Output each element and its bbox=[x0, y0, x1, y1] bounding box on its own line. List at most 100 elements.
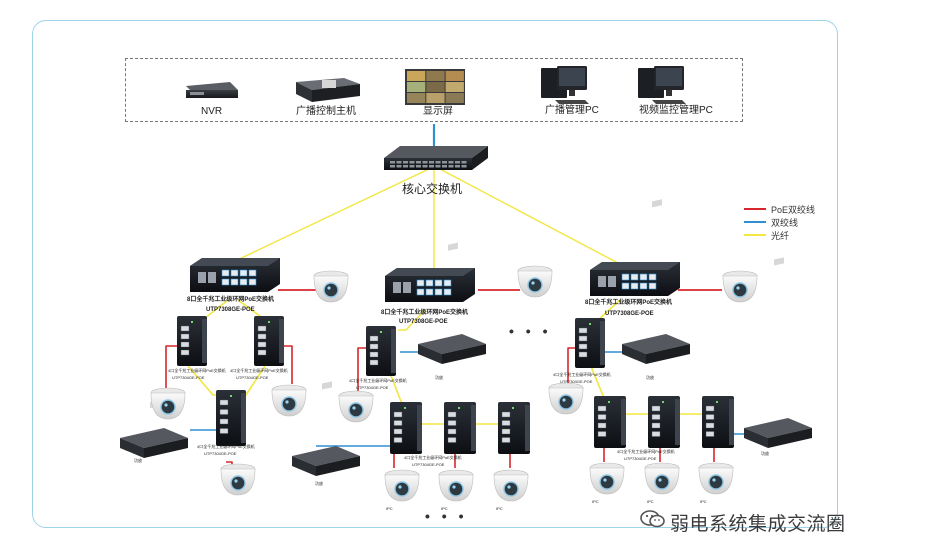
camera-a2-glint bbox=[285, 400, 289, 404]
camera-ring-1-lens bbox=[323, 282, 339, 298]
ring-switch-3-device-port-bot-3 bbox=[639, 282, 648, 290]
camera-c4-glint bbox=[712, 478, 716, 482]
core-switch-top bbox=[384, 146, 488, 158]
ring-switch-2-device-port-bot-2 bbox=[425, 288, 434, 296]
access-switch-b3-device bbox=[444, 402, 476, 454]
watermark-text: 弱电系统集成交流圈 bbox=[670, 514, 846, 535]
access-switch-b2-model: UTP7304GE-POE bbox=[412, 462, 445, 467]
broadcast-host-front bbox=[296, 82, 312, 102]
access-switch-b1-model: UTP7304GE-POE bbox=[356, 385, 389, 390]
core-switch-port-a-5 bbox=[416, 161, 421, 164]
ring-switch-2-device bbox=[385, 268, 475, 302]
ring-switch-2-device-port-bot-4 bbox=[443, 288, 452, 296]
access-switch-c4-device-port-2 bbox=[705, 414, 715, 420]
camera-c3-glint bbox=[658, 478, 662, 482]
access-switch-a3-name: 4口全千兆工业级环网PoE交换机 bbox=[197, 444, 255, 449]
camera-c1-lens bbox=[558, 394, 574, 410]
ring-switch-1-device-port-bot-3 bbox=[239, 278, 248, 286]
access-switch-a1-device-port-2 bbox=[180, 333, 190, 340]
ring-switch-1-device-sfp-1 bbox=[198, 272, 206, 283]
access-switch-b4-device bbox=[498, 402, 530, 454]
ring-switch-2-model: UTP7308GE-POE bbox=[399, 319, 448, 325]
access-switch-c4-device-led bbox=[716, 401, 718, 403]
camera-b1-glint bbox=[352, 406, 356, 410]
camera-c4 bbox=[698, 462, 734, 495]
core-switch-port-a-4 bbox=[409, 161, 415, 164]
core-switch-port-b-10 bbox=[448, 165, 454, 168]
broadcast-host-label: 广播控制主机 bbox=[296, 106, 356, 117]
nvr-label: NVR bbox=[201, 106, 223, 117]
ring-switch-3-device-port-top-2 bbox=[630, 273, 639, 281]
core-switch-device bbox=[384, 146, 488, 170]
access-switch-a1-device-led bbox=[191, 321, 193, 323]
amplifier-5-device-top bbox=[744, 418, 812, 438]
access-switch-a3-device-led bbox=[230, 395, 232, 397]
access-switch-b2-name: 4口全千兆工业级环网PoE交换机 bbox=[404, 455, 462, 460]
ring-switch-3-device-port-top-3 bbox=[639, 273, 648, 281]
access-switch-b2-device-port-4 bbox=[393, 437, 403, 443]
control-room-group bbox=[125, 58, 743, 122]
camera-a2-lens bbox=[281, 396, 297, 412]
access-switch-a2-device-port-4 bbox=[257, 349, 267, 356]
access-switch-c3-device-port-3 bbox=[651, 422, 661, 429]
display-tile-3 bbox=[445, 71, 464, 81]
amplifier-label-5: 功放 bbox=[761, 451, 769, 456]
camera-a2 bbox=[271, 384, 307, 417]
display-label: 显示屏 bbox=[423, 106, 453, 117]
access-switch-b2-device-port-2 bbox=[393, 420, 403, 426]
access-switch-c3-device-port-1 bbox=[651, 405, 661, 412]
access-switch-a3-device-port-2 bbox=[219, 409, 229, 415]
legend-poe-label: PoE双绞线 bbox=[771, 205, 816, 215]
access-switch-b3-device-port-3 bbox=[447, 428, 457, 435]
amplifier-3-device-side bbox=[442, 344, 486, 364]
video-pc-label: 视频监控管理PC bbox=[639, 105, 713, 116]
camera-b4 bbox=[493, 469, 529, 502]
camera-a1-glint bbox=[164, 403, 168, 407]
access-switch-a3-model: UTP7304GE-POE bbox=[204, 451, 237, 456]
amplifier-4-device-front bbox=[622, 344, 646, 364]
access-switch-c3-device-side bbox=[675, 399, 680, 445]
access-switch-b3-device-side bbox=[471, 405, 476, 451]
access-switch-b2-device-port-1 bbox=[393, 411, 403, 418]
diagram-frame bbox=[32, 20, 838, 528]
access-switch-c3-device-port-4 bbox=[651, 431, 661, 437]
ring-switch-1-device-port-top-4 bbox=[248, 269, 257, 277]
camera-c2-lens bbox=[599, 474, 615, 490]
camera-ring-3-lens bbox=[732, 282, 748, 298]
broadcast-host-panel bbox=[322, 80, 336, 88]
camera-b3 bbox=[438, 469, 474, 502]
ring-switch-1-model: UTP7308GE-POE bbox=[206, 307, 255, 313]
display-device bbox=[405, 69, 465, 105]
core-switch-port-a-9 bbox=[442, 161, 447, 164]
ring-switch-2-name: 8口全千兆工业级环网PoE交换机 bbox=[381, 310, 469, 316]
access-switch-a3-device-port-4 bbox=[219, 428, 229, 434]
camera-ring-1-glint bbox=[327, 286, 331, 290]
amplifier-label-1: 功放 bbox=[134, 458, 142, 463]
ring-switch-1-device-port-bot-2 bbox=[230, 278, 239, 286]
access-switch-c4-device bbox=[702, 396, 734, 448]
camera-a1 bbox=[150, 387, 186, 420]
access-switch-c4-device-port-1 bbox=[705, 405, 715, 412]
access-switch-c1-name: 4口全千兆工业级环网PoE交换机 bbox=[553, 372, 611, 377]
access-switch-c1-device-led bbox=[589, 323, 591, 325]
access-switch-a2-device-port-3 bbox=[257, 341, 267, 348]
camera-c3-lens bbox=[654, 474, 670, 490]
camera-c2 bbox=[589, 462, 625, 495]
core-switch-front bbox=[384, 158, 472, 170]
ring-switch-3-device-port-bot-2 bbox=[630, 282, 639, 290]
core-switch-side bbox=[472, 146, 488, 170]
fiber-ring3-to-c1 bbox=[597, 299, 621, 321]
access-switch-a1-device-side bbox=[202, 319, 207, 363]
access-switch-b1-device-side bbox=[391, 329, 396, 373]
wechat-icon bbox=[640, 510, 665, 528]
more-nodes-ellipsis: • • • bbox=[509, 323, 552, 339]
core-switch-port-b-9 bbox=[442, 165, 447, 168]
display-tile-2 bbox=[426, 71, 445, 81]
amplifier-2-device-side bbox=[316, 456, 360, 476]
core-switch-port-a-10 bbox=[448, 161, 454, 164]
nvr-front bbox=[186, 90, 238, 98]
camera-c1-glint bbox=[562, 398, 566, 402]
core-switch-port-a-3 bbox=[403, 161, 408, 164]
ring-switch-1-device-sfp-2 bbox=[208, 272, 216, 283]
access-switch-b1-device bbox=[366, 326, 396, 376]
